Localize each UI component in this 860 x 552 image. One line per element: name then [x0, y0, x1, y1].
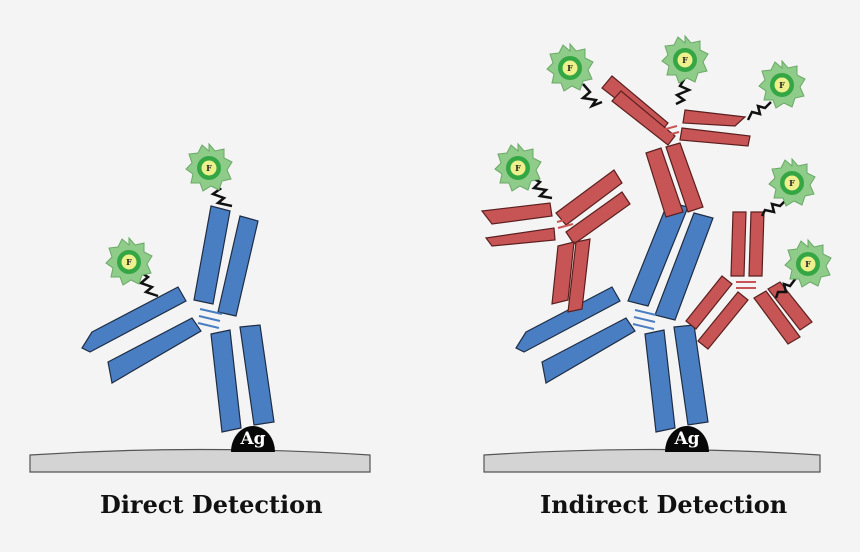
indirect-fluorophore-5: F — [768, 158, 816, 207]
indirect-linker-1 — [580, 83, 603, 109]
indirect-fluorophore-1: F — [546, 43, 594, 92]
direct-fluorophore-2: F — [105, 237, 153, 286]
direct-linker-2 — [138, 270, 159, 298]
indirect-antigen: Ag — [665, 426, 709, 452]
fluorophore-label: F — [779, 80, 785, 90]
indirect-fluorophore-4: F — [494, 143, 542, 192]
indirect-detection-caption: Indirect Detection — [540, 490, 788, 519]
secondary-antibody-right — [685, 211, 813, 350]
indirect-fluorophore-2: F — [661, 35, 709, 84]
direct-detection-caption: Direct Detection — [100, 490, 323, 519]
indirect-linker-4 — [531, 176, 553, 200]
indirect-primary-antibody — [515, 201, 714, 433]
direct-panel: F F Ag — [81, 143, 275, 452]
fluorophore-label: F — [682, 55, 688, 65]
fluorophore-label: F — [126, 257, 132, 267]
secondary-antibody-top — [601, 75, 751, 218]
indirect-linker-3 — [746, 101, 772, 121]
indirect-panel: F F F F F F Ag — [480, 35, 832, 452]
direct-surface — [29, 448, 371, 473]
fluorophore-label: F — [515, 163, 521, 173]
fluorophore-label: F — [789, 178, 795, 188]
indirect-fluorophore-6: F — [784, 239, 832, 288]
indirect-linker-6 — [774, 277, 797, 299]
secondary-antibody-left — [480, 169, 631, 313]
fluorophore-label: F — [805, 259, 811, 269]
indirect-linker-2 — [674, 77, 693, 106]
indirect-fluorophore-3: F — [758, 60, 806, 109]
antigen-label: Ag — [673, 429, 699, 449]
antigen-label: Ag — [239, 429, 265, 449]
fluorophore-label: F — [206, 163, 212, 173]
direct-antigen: Ag — [231, 426, 275, 452]
direct-primary-antibody — [81, 205, 275, 433]
indirect-linker-5 — [760, 199, 787, 217]
indirect-surface — [483, 448, 821, 473]
direct-fluorophore-1: F — [185, 143, 233, 192]
fluorophore-label: F — [567, 63, 573, 73]
